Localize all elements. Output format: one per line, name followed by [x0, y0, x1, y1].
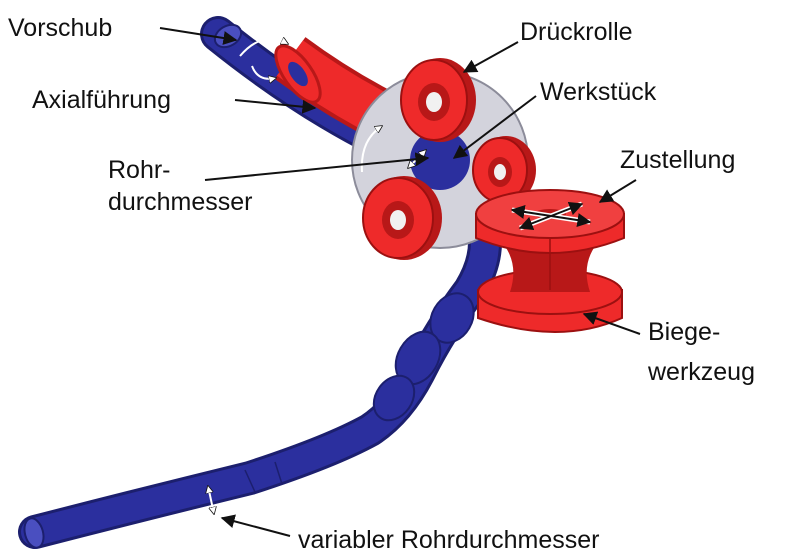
label-rohrdurchmesser-line2: durchmesser — [108, 188, 253, 216]
label-biegewerkzeug-line2: werkzeug — [647, 358, 755, 386]
label-werkstueck: Werkstück — [540, 78, 657, 106]
label-axialfuehrung: Axialführung — [32, 86, 171, 114]
label-rohrdurchmesser-line1: Rohr- — [108, 156, 171, 184]
label-vorschub: Vorschub — [8, 14, 112, 42]
label-drueckrolle: Drückrolle — [520, 18, 633, 46]
label-variabler-rohrdurchmesser: variabler Rohrdurchmesser — [298, 526, 600, 554]
label-biegewerkzeug-line1: Biege- — [648, 318, 720, 346]
label-zustellung: Zustellung — [620, 146, 735, 174]
pressure-roller-bottom — [363, 176, 442, 260]
